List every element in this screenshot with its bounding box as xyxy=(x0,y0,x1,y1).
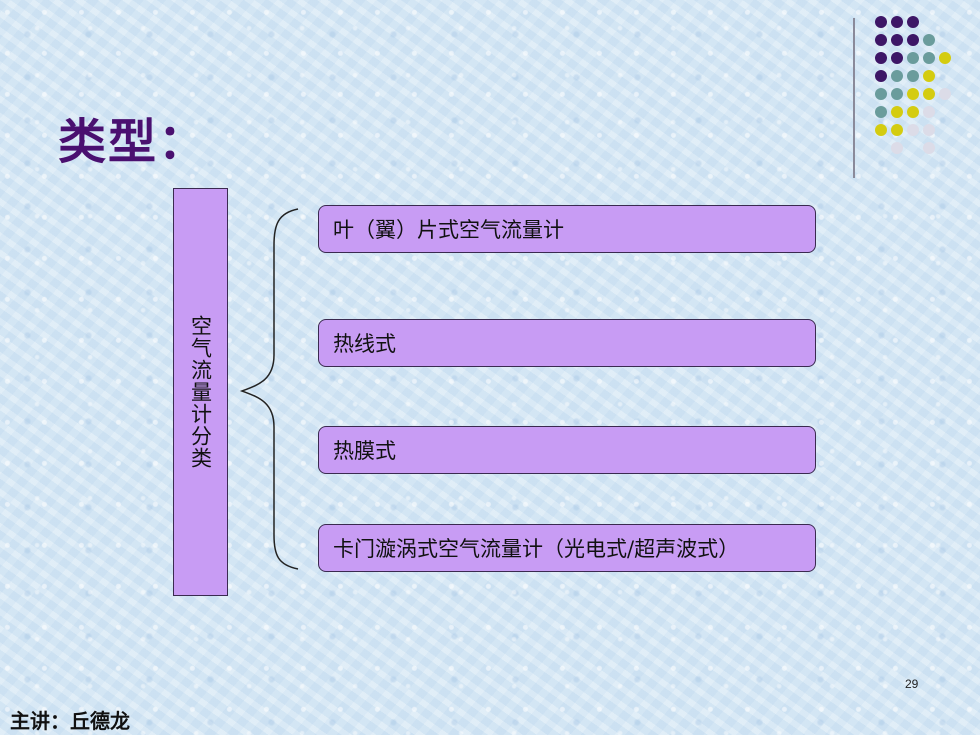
dot xyxy=(875,34,887,46)
dot xyxy=(875,16,887,28)
dot xyxy=(907,52,919,64)
dot xyxy=(907,70,919,82)
category-label: 空气流量计分类 xyxy=(188,315,213,469)
dot xyxy=(939,52,951,64)
dot xyxy=(891,34,903,46)
dot xyxy=(891,16,903,28)
dot xyxy=(907,88,919,100)
dot xyxy=(875,52,887,64)
dot xyxy=(891,142,903,154)
dot xyxy=(891,52,903,64)
decorative-divider-line xyxy=(853,18,855,178)
item-karman-vortex: 卡门漩涡式空气流量计（光电式/超声波式） xyxy=(318,524,816,572)
lecturer-footer: 主讲：丘德龙 xyxy=(10,709,130,733)
dot xyxy=(923,124,935,136)
dot xyxy=(923,106,935,118)
item-vane-type: 叶（翼）片式空气流量计 xyxy=(318,205,816,253)
dot xyxy=(923,34,935,46)
dot xyxy=(907,16,919,28)
dot xyxy=(923,52,935,64)
dot xyxy=(875,70,887,82)
dot xyxy=(891,124,903,136)
item-label: 热线式 xyxy=(333,332,396,356)
item-label: 卡门漩涡式空气流量计（光电式/超声波式） xyxy=(333,537,740,561)
item-hot-film: 热膜式 xyxy=(318,426,816,474)
dot xyxy=(923,88,935,100)
page-number: 29 xyxy=(905,677,919,691)
item-label: 热膜式 xyxy=(333,439,396,463)
dot xyxy=(875,88,887,100)
dot xyxy=(923,142,935,154)
dot xyxy=(923,70,935,82)
slide-title: 类型： xyxy=(58,114,209,170)
dot xyxy=(875,106,887,118)
dot xyxy=(891,88,903,100)
dot xyxy=(907,34,919,46)
curly-brace xyxy=(239,208,299,570)
dot xyxy=(891,106,903,118)
item-hot-wire: 热线式 xyxy=(318,319,816,367)
dot xyxy=(875,124,887,136)
dot xyxy=(907,106,919,118)
category-box: 空气流量计分类 xyxy=(173,188,228,596)
item-label: 叶（翼）片式空气流量计 xyxy=(333,218,564,242)
dot xyxy=(891,70,903,82)
dot xyxy=(939,88,951,100)
dot xyxy=(907,124,919,136)
